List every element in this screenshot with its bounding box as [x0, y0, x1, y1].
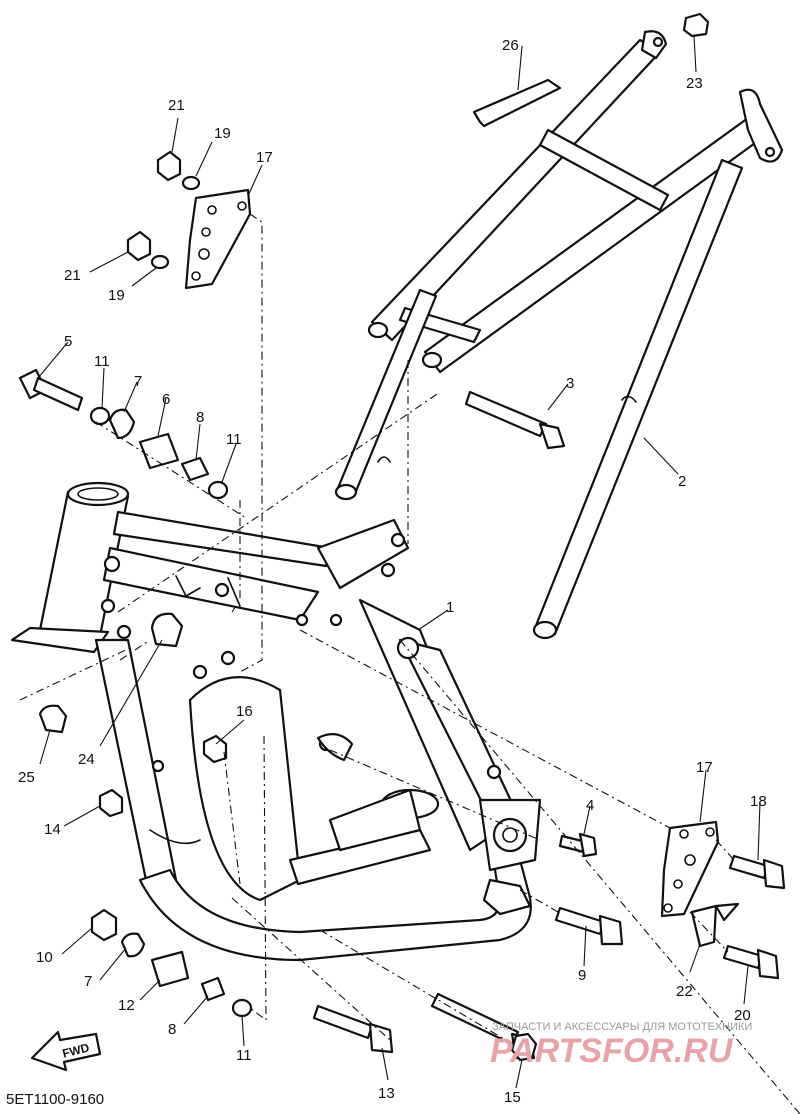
callout-17b: 17 — [696, 759, 713, 776]
diagram-code: 5ET1100-9160 — [6, 1091, 104, 1108]
engine-bracket-lower — [660, 820, 720, 918]
forward-arrow: FWD — [30, 1030, 102, 1072]
bolt-4 — [558, 832, 598, 858]
callout-26: 26 — [502, 37, 519, 54]
callout-18: 18 — [750, 793, 767, 810]
watermark-brand: PARTSFOR.RU — [490, 1032, 734, 1070]
callout-17a: 17 — [256, 149, 273, 166]
callout-7a: 7 — [134, 373, 142, 390]
callout-5: 5 — [64, 333, 72, 350]
callout-19a: 19 — [214, 125, 231, 142]
callout-12: 12 — [118, 997, 135, 1014]
callout-7b: 7 — [84, 973, 92, 990]
bolt-9 — [554, 906, 624, 946]
callout-14: 14 — [44, 821, 61, 838]
callout-11b: 11 — [226, 431, 242, 448]
callout-4: 4 — [586, 797, 594, 814]
callout-8b: 8 — [168, 1021, 176, 1038]
watermark-caption: ЗАПЧАСТИ И АКСЕССУАРЫ ДЛЯ МОТОТЕХНИКИ — [492, 1021, 752, 1033]
callout-1: 1 — [446, 599, 454, 616]
callout-3: 3 — [566, 375, 574, 392]
callout-8a: 8 — [196, 409, 204, 426]
callout-11c: 11 — [236, 1047, 252, 1064]
bolt-5 — [18, 368, 84, 412]
callout-9: 9 — [578, 967, 586, 984]
bolt-20 — [722, 944, 780, 980]
callout-10: 10 — [36, 949, 53, 966]
callout-2: 2 — [678, 473, 686, 490]
main-frame — [10, 481, 542, 962]
bolt-3 — [464, 390, 566, 450]
callout-11a: 11 — [94, 353, 110, 370]
bolt-18 — [728, 854, 786, 890]
callout-19b: 19 — [108, 287, 125, 304]
callout-6: 6 — [162, 391, 170, 408]
leader-lines — [19, 35, 800, 1114]
callout-25: 25 — [18, 769, 35, 786]
callout-24: 24 — [78, 751, 95, 768]
small-parts — [38, 12, 710, 1062]
fwd-arrow-label: FWD — [61, 1040, 91, 1060]
callout-21a: 21 — [168, 97, 185, 114]
callout-20: 20 — [734, 1007, 751, 1024]
callout-13: 13 — [378, 1085, 395, 1102]
callout-21b: 21 — [64, 267, 81, 284]
callout-labels: 1 2 3 4 5 6 7 7 8 8 9 10 11 11 11 12 13 … — [18, 37, 767, 1106]
engine-bracket-upper — [184, 188, 252, 290]
clip-plate — [690, 902, 740, 948]
bolt-13 — [312, 1004, 394, 1054]
callout-22: 22 — [676, 983, 693, 1000]
callout-16: 16 — [236, 703, 253, 720]
callout-15: 15 — [504, 1089, 521, 1106]
callout-23: 23 — [686, 75, 703, 92]
rear-subframe — [334, 30, 784, 640]
